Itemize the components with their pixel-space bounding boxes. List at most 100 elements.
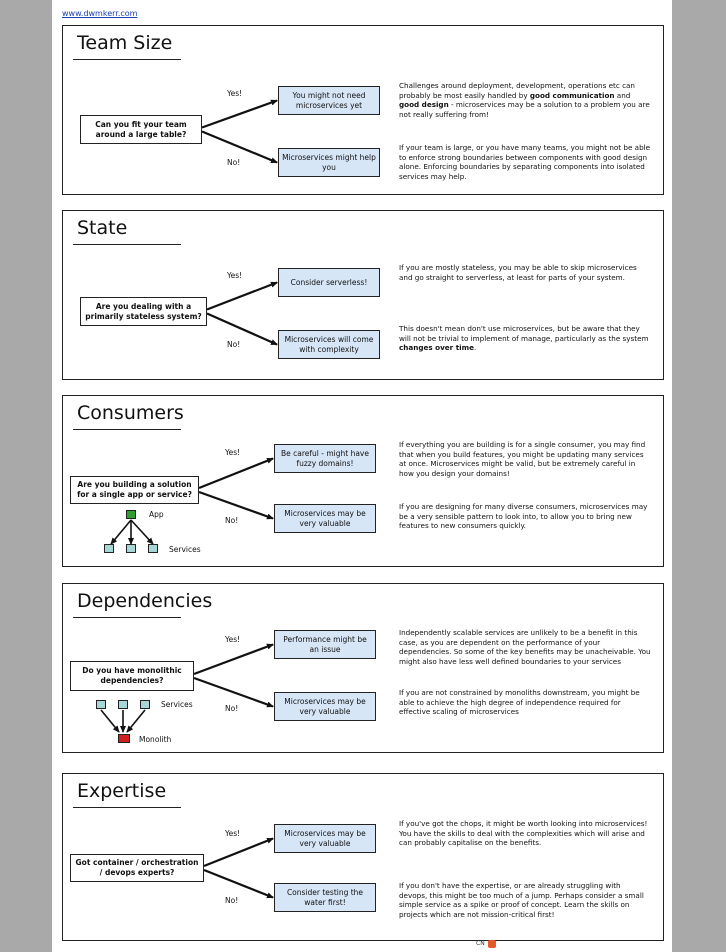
question-box: Got container / orchestration / devops e… xyxy=(70,854,204,882)
no-description: If your team is large, or you have many … xyxy=(399,143,651,181)
yes-description: Independently scalable services are unli… xyxy=(399,628,651,666)
yes-description: If everything you are building is for a … xyxy=(399,440,651,478)
no-arrow xyxy=(206,312,278,346)
yes-label: Yes! xyxy=(227,89,243,98)
no-arrow xyxy=(193,676,274,708)
title-underline xyxy=(73,617,181,618)
no-label: No! xyxy=(225,516,239,525)
source-url-link[interactable]: www.dwmkerr.com xyxy=(62,9,138,18)
decision-arrows xyxy=(203,837,274,899)
no-answer-box: Microservices may be very valuable xyxy=(274,504,376,533)
yes-label: Yes! xyxy=(225,635,241,644)
description-text: If you've got the chops, it might be wor… xyxy=(399,819,648,848)
service-node-icon xyxy=(104,544,114,553)
panel-title: Dependencies xyxy=(77,590,213,612)
yes-description: If you are mostly stateless, you may be … xyxy=(399,263,651,282)
yes-description: Challenges around deployment, developmen… xyxy=(399,81,651,119)
yes-label: Yes! xyxy=(225,829,241,838)
app-services-diagram xyxy=(110,519,154,545)
services-label: Services xyxy=(169,545,201,554)
question-box: Are you building a solution for a single… xyxy=(70,476,199,504)
title-underline xyxy=(73,59,181,60)
yes-answer-box: You might not need microservices yet xyxy=(278,86,380,115)
description-text: This doesn't mean don't use microservice… xyxy=(399,324,649,343)
services-label: Services xyxy=(161,700,193,709)
description-text: Challenges around deployment, developmen… xyxy=(399,81,635,100)
yes-arrow xyxy=(201,99,278,129)
panel-title: State xyxy=(77,217,128,239)
no-answer-box: Consider testing the water first! xyxy=(274,883,376,912)
yes-answer-box: Microservices may be very valuable xyxy=(274,824,376,853)
dependency-arrow xyxy=(126,709,146,733)
dependency-arrow xyxy=(130,519,154,545)
description-text: If you are mostly stateless, you may be … xyxy=(399,263,637,282)
description-text: . xyxy=(473,343,477,353)
yes-arrow xyxy=(193,643,274,676)
no-description: If you are not constrained by monoliths … xyxy=(399,688,651,717)
panel-title: Consumers xyxy=(77,402,184,424)
no-description: This doesn't mean don't use microservice… xyxy=(399,324,651,353)
yes-label: Yes! xyxy=(225,448,241,457)
panel-title: Team Size xyxy=(77,32,173,54)
no-answer-box: Microservices might help you xyxy=(278,148,380,177)
question-box: Do you have monolithic dependencies? xyxy=(70,661,194,691)
app-node-icon xyxy=(126,510,136,519)
service-node-icon xyxy=(118,700,128,709)
description-text: If you don't have the expertise, or are … xyxy=(399,881,644,919)
question-box: Are you dealing with a primarily statele… xyxy=(80,297,207,326)
title-underline xyxy=(73,429,181,430)
no-description: If you are designing for many diverse co… xyxy=(399,502,651,531)
footer-logo-icon xyxy=(488,940,496,948)
dependency-arrow xyxy=(100,709,120,733)
monolith-label: Monolith xyxy=(139,735,172,744)
services-monolith-diagram xyxy=(100,709,146,733)
title-underline xyxy=(73,807,181,808)
no-arrow xyxy=(201,130,278,164)
yes-arrow xyxy=(198,457,274,490)
no-answer-box: Microservices will come with complexity xyxy=(278,330,380,359)
yes-arrow xyxy=(203,837,274,868)
description-text: If you are designing for many diverse co… xyxy=(399,502,648,531)
no-label: No! xyxy=(225,896,239,905)
no-answer-box: Microservices may be very valuable xyxy=(274,692,376,721)
description-text: If you are not constrained by monoliths … xyxy=(399,688,640,717)
dependency-arrow xyxy=(110,519,132,545)
yes-answer-box: Consider serverless! xyxy=(278,268,380,297)
decision-arrows xyxy=(193,643,274,708)
title-underline xyxy=(73,244,181,245)
decision-arrows xyxy=(206,281,278,346)
service-node-icon xyxy=(96,700,106,709)
emphasis-text: good communication xyxy=(529,90,615,100)
yes-label: Yes! xyxy=(227,271,243,280)
description-text: If your team is large, or you have many … xyxy=(399,143,651,181)
emphasis-text: changes over time xyxy=(399,343,474,353)
question-box: Can you fit your team around a large tab… xyxy=(80,115,202,144)
description-text: If everything you are building is for a … xyxy=(399,440,646,478)
yes-arrow xyxy=(206,281,278,311)
service-node-icon xyxy=(140,700,150,709)
no-label: No! xyxy=(227,158,241,167)
service-node-icon xyxy=(148,544,158,553)
yes-answer-box: Performance might be an issue xyxy=(274,630,376,659)
no-description: If you don't have the expertise, or are … xyxy=(399,881,651,919)
footer-label: CN xyxy=(476,940,485,947)
no-arrow xyxy=(198,490,274,520)
yes-description: If you've got the chops, it might be wor… xyxy=(399,819,651,848)
description-text: - microservices may be a solution to a p… xyxy=(399,100,650,119)
app-label: App xyxy=(149,510,164,519)
no-arrow xyxy=(203,868,274,899)
description-text: Independently scalable services are unli… xyxy=(399,628,651,666)
yes-answer-box: Be careful - might have fuzzy domains! xyxy=(274,444,376,473)
no-label: No! xyxy=(227,340,241,349)
panel-title: Expertise xyxy=(77,780,167,802)
service-node-icon xyxy=(126,544,136,553)
panel-dependencies: Dependencies Do you have monolithic depen… xyxy=(62,583,664,753)
no-label: No! xyxy=(225,704,239,713)
decision-arrows xyxy=(201,99,278,164)
decision-arrows xyxy=(198,457,274,520)
